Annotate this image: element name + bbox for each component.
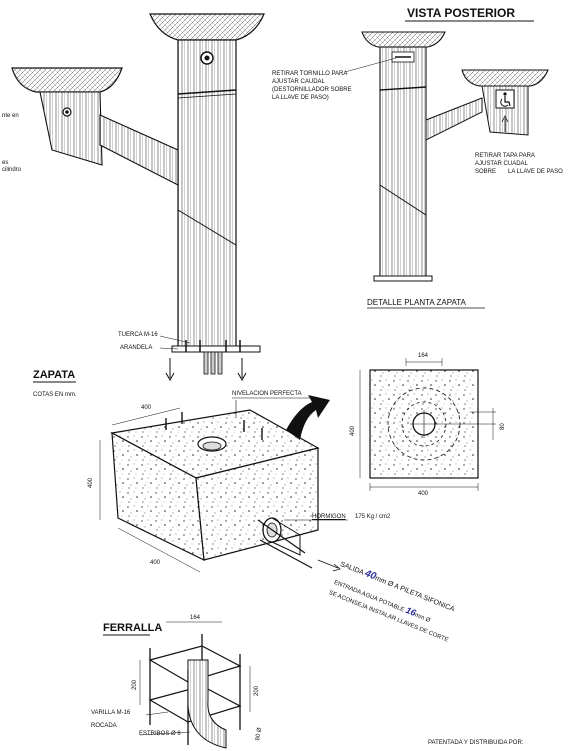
label-hormigon: HORMIGON xyxy=(312,514,346,520)
elbow-pipe xyxy=(187,659,227,749)
nivelacion-arrow xyxy=(286,395,330,440)
planta-dim-top: 164 xyxy=(418,353,429,359)
label-retirar-tapa-1: RETIRAR TAPA PARA xyxy=(475,153,535,159)
label-hormigon-spec: 175 Kg / cm2 xyxy=(355,514,391,520)
left-fragment-2: es xyxy=(2,160,9,166)
label-retirar-tapa-2: AJUSTAR CUADAL xyxy=(475,161,528,167)
heading-detalle-planta: DETALLE PLANTA ZAPATA xyxy=(367,298,466,307)
rear-view xyxy=(344,20,549,282)
label-sobre: SOBRE xyxy=(475,169,497,175)
main-bowl xyxy=(149,13,265,41)
label-patentada: PATENTADA Y DISTRIBUIDA POR: xyxy=(428,740,524,746)
label-arandela: ARANDELA xyxy=(120,345,153,351)
ferralla-dim-top: 164 xyxy=(190,615,201,621)
plan-detail xyxy=(359,307,496,491)
side-bowl xyxy=(11,67,123,93)
label-tuerca: TUERCA M-16 xyxy=(118,332,158,338)
planta-dim-bottom: 400 xyxy=(418,491,429,497)
label-varilla: VARILLA M-16 xyxy=(91,710,131,716)
wheelchair-icon xyxy=(495,89,515,109)
label-retirar-tornillo-4: LA LLAVE DE PASO) xyxy=(272,95,329,101)
main-column xyxy=(177,39,237,351)
label-retirar-tornillo-2: AJUSTAR CAUDAL xyxy=(272,79,325,85)
rebar-cage xyxy=(103,621,251,749)
front-view xyxy=(11,13,265,382)
left-fragment-3: cilindro xyxy=(2,167,22,173)
heading-vista-posterior: VISTA POSTERIOR xyxy=(407,6,516,20)
zapata-dim-top: 400 xyxy=(141,405,152,411)
ferralla-dim-left: 200 xyxy=(132,679,138,690)
connecting-arm xyxy=(99,114,179,186)
label-retirar-tornillo-1: RETIRAR TORNILLO PARA xyxy=(272,71,348,77)
label-llave-de-paso: LA LLAVE DE PASO xyxy=(508,169,563,175)
left-fragment-1: nte en xyxy=(2,113,19,119)
ferralla-dim-right: 200 xyxy=(254,685,260,696)
label-retirar-tornillo-3: (DESTORNILLADOR SOBRE xyxy=(272,87,352,93)
label-estribos: ESTRIBOS Ø 6 xyxy=(139,731,181,737)
heading-ferralla: FERRALLA xyxy=(103,622,163,634)
zapata-dim-left: 400 xyxy=(88,477,94,488)
rear-main-column xyxy=(379,46,427,278)
rear-main-bowl xyxy=(361,31,446,48)
planta-dim-left: 400 xyxy=(350,425,356,436)
zapata-dim-bottom: 400 xyxy=(150,560,161,566)
heading-zapata: ZAPATA xyxy=(33,369,76,381)
base-plate xyxy=(171,345,261,353)
label-nivelacion: NIVELACION PERFECTA xyxy=(232,391,302,397)
label-cotas: COTAS EN mm. xyxy=(33,392,77,398)
label-rocada: ROCADA xyxy=(91,723,117,729)
footing-block xyxy=(33,381,348,573)
side-body xyxy=(39,91,103,166)
rear-side-bowl xyxy=(461,69,549,87)
planta-dim-right: 80 xyxy=(500,423,506,430)
